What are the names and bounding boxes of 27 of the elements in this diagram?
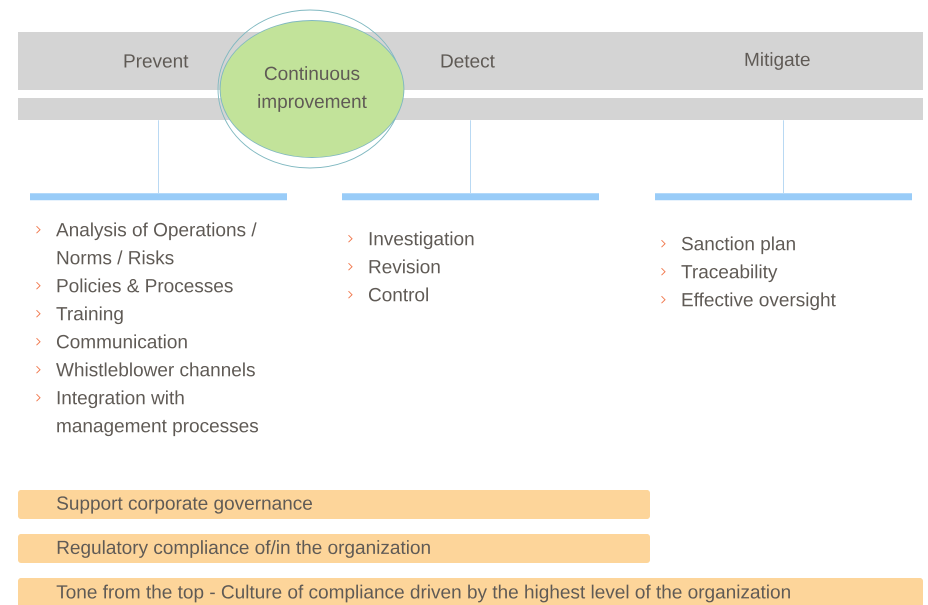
foundation-bar: Support corporate governance	[18, 490, 650, 519]
node-label: Prevent	[124, 54, 188, 68]
bullet-list: Sanction plan Traceability Effective oversight	[655, 193, 912, 310]
node-label: Integration with management processes	[57, 390, 258, 436]
phase-header: Mitigate	[627, 32, 923, 120]
phase-header: Detect	[402, 32, 627, 120]
node-label: Effective oversight	[682, 292, 836, 310]
node-label: Revision	[370, 259, 440, 274]
node-label: Traceability	[681, 264, 778, 282]
node-label: Policies & Processes	[58, 278, 233, 292]
connector-line	[470, 120, 471, 194]
foundation-bar: Tone from the top - Culture of compliance driven by the highest level of the organization	[18, 578, 923, 605]
bullet-list: Investigation Revision Control	[342, 193, 599, 302]
bullet-list: Analysis of Operations / Norms / Risks Policies & Processes Training Communication Whistleblower channels Integration with management processes	[30, 193, 287, 436]
node-label: Control	[368, 287, 428, 302]
node-label: Investigation	[370, 231, 474, 250]
node-label: Mitigate	[746, 52, 810, 70]
phase-header: Prevent	[18, 32, 220, 120]
node-label: Sanction plan	[682, 236, 795, 254]
node-label: Detect	[442, 54, 495, 68]
node-label: Analysis of Operations / Norms / Risks	[56, 222, 257, 264]
connector-line	[158, 120, 159, 194]
node-label: Communication	[56, 334, 187, 348]
foundation-bar: Regulatory compliance of/in the organization	[18, 534, 650, 563]
connector-line	[783, 120, 784, 194]
node-label: Whistleblower channels	[56, 362, 255, 376]
node-label: Training	[56, 306, 123, 324]
